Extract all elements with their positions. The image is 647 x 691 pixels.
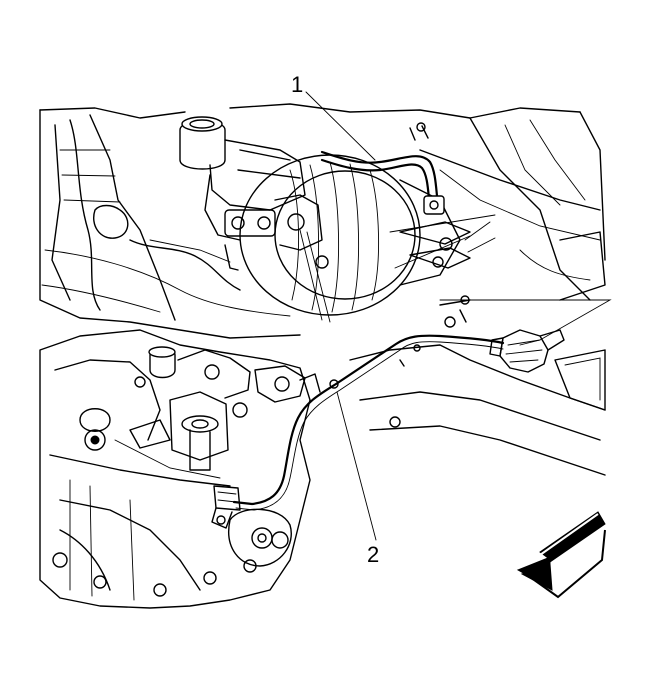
slave-cylinder-connector [211,485,241,529]
callout-leaders [305,91,377,541]
transaxle-housing [39,329,321,609]
callout-2-label: 2 [367,542,380,567]
engine-bay-structure [39,103,606,339]
callout-1-label: 1 [291,72,304,97]
front-direction-arrow-icon [516,511,606,599]
master-cylinder [149,116,331,323]
floor-pan [349,295,606,476]
clutch-reservoir-hose [320,150,496,269]
quick-connect-fitting [489,329,565,373]
callout-1-leader [305,91,376,161]
perspective-lines [389,214,612,346]
callout-2-leader [336,391,377,541]
